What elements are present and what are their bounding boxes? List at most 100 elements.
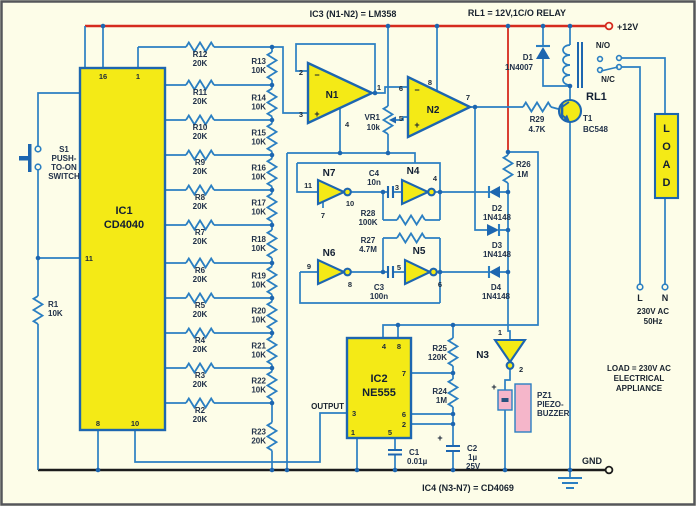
wires-n2-out <box>470 106 563 231</box>
ladder-resistor-value: 20K <box>251 437 266 446</box>
gate-n7-bubble <box>343 187 352 197</box>
junction-dot <box>269 295 275 301</box>
n6-in: 9 <box>307 262 311 271</box>
ladder-resistor-name: R14 <box>251 94 266 103</box>
junction-dot <box>269 152 275 158</box>
ic1-pin10: 10 <box>131 419 139 428</box>
relay-contact-no <box>596 55 604 63</box>
wires-buzzer <box>504 369 511 470</box>
n1-plus: + <box>314 109 319 119</box>
gnd-terminal <box>604 465 614 475</box>
capacitors <box>386 186 460 456</box>
ladder-resistor-name: R20 <box>251 307 266 316</box>
gate-n6-bubble <box>343 267 352 277</box>
s1-name: S1 <box>59 145 69 154</box>
mains-freq: 50Hz <box>644 317 663 326</box>
diode-d2 <box>489 186 500 198</box>
ic2-pin2: 2 <box>402 420 406 429</box>
ladder-resistor-name: R18 <box>251 235 266 244</box>
n6-name: N6 <box>323 248 336 259</box>
opamp-n2 <box>406 75 473 139</box>
plus12v-terminal <box>604 21 614 31</box>
resistor-value: 20K <box>193 237 208 246</box>
resistor-value: 20K <box>193 59 208 68</box>
junction-dot <box>269 365 275 371</box>
vr1-wiper-arrow <box>389 116 396 124</box>
load-letter-o: O <box>662 141 671 153</box>
ic2-pin7: 7 <box>402 369 406 378</box>
junction-dot <box>269 330 275 336</box>
gate-n3 <box>493 338 527 364</box>
ic2-pin5: 5 <box>388 428 392 437</box>
load-note-2: ELECTRICAL <box>614 374 665 383</box>
ladder-resistor-name: R21 <box>251 342 266 351</box>
resistor-name: R4 <box>195 336 206 345</box>
diodes <box>487 44 550 278</box>
ladder-resistor-value: 10K <box>251 208 266 217</box>
n1-pin2: 2 <box>299 68 303 77</box>
ladder-resistor-value: 10K <box>251 316 266 325</box>
resistor-name: R11 <box>193 88 208 97</box>
ladder-resistor-name: R19 <box>251 272 266 281</box>
ic2-ne555-box <box>345 336 413 440</box>
transistor-t1 <box>557 98 583 124</box>
ladder-resistor-value: 10K <box>251 66 266 75</box>
load-letter-d: D <box>663 177 671 189</box>
relay-no-label: N/O <box>596 41 610 50</box>
capacitor-c2 <box>446 444 460 453</box>
gate-n7 <box>316 178 347 206</box>
mains-voltage: 230V AC <box>637 307 669 316</box>
resistor-name: R12 <box>193 50 208 59</box>
pz1-l2: BUZZER <box>537 409 570 418</box>
junction-dot <box>269 82 275 88</box>
wires-osc1 <box>296 162 441 221</box>
ic2-pin4: 4 <box>382 342 387 351</box>
relay-core <box>577 42 583 88</box>
wire-output <box>134 412 347 463</box>
resistor-name: R9 <box>195 158 206 167</box>
r24-name: R24 <box>432 387 447 396</box>
ic2-pin1: 1 <box>351 428 355 437</box>
junction-dot <box>269 222 275 228</box>
ic2-part: NE555 <box>362 387 396 399</box>
d4-name: D4 <box>491 283 502 292</box>
ladder-resistor-value: 10K <box>251 138 266 147</box>
c1-name: C1 <box>409 448 420 457</box>
gate-n4-bubble <box>427 187 436 197</box>
pz1-l1: PIEZO- <box>537 400 564 409</box>
n2-minus: − <box>414 85 419 95</box>
terminal-l <box>636 283 644 291</box>
n7-gnd: 7 <box>321 211 325 220</box>
relay-coil <box>562 44 571 86</box>
ic1-pin16: 16 <box>99 72 107 81</box>
relay-contact-nc <box>596 66 604 74</box>
r1-val: 10K <box>48 309 63 318</box>
n5-name: N5 <box>413 246 426 257</box>
gate-n3-bubble <box>505 361 515 370</box>
inverter-gates <box>316 178 527 370</box>
wires-vr1-power <box>387 26 438 153</box>
c4-name: C4 <box>369 169 380 178</box>
d1-name: D1 <box>523 53 534 62</box>
ic2-pin6: 6 <box>402 410 406 419</box>
junction-dot <box>269 187 275 193</box>
diode-d4 <box>489 266 500 278</box>
r29-val: 4.7K <box>529 125 546 134</box>
resistor-value: 20K <box>193 415 208 424</box>
resistor-value: 20K <box>193 97 208 106</box>
ladder-resistor-value: 10K <box>251 281 266 290</box>
r24-val: 1M <box>436 396 447 405</box>
n5-out: 6 <box>438 280 442 289</box>
ground-symbol <box>558 477 582 489</box>
d2-name: D2 <box>492 204 503 213</box>
ladder-resistor-name: R23 <box>251 428 266 437</box>
resistor-name: R5 <box>195 301 206 310</box>
gate-n6 <box>316 258 347 286</box>
r27-name: R27 <box>361 236 376 245</box>
resistor-name: R7 <box>195 228 206 237</box>
diode-d3 <box>487 224 499 236</box>
ladder-resistor-value: 10K <box>251 351 266 360</box>
diode-d1 <box>536 47 550 59</box>
n4-out: 4 <box>433 174 438 183</box>
